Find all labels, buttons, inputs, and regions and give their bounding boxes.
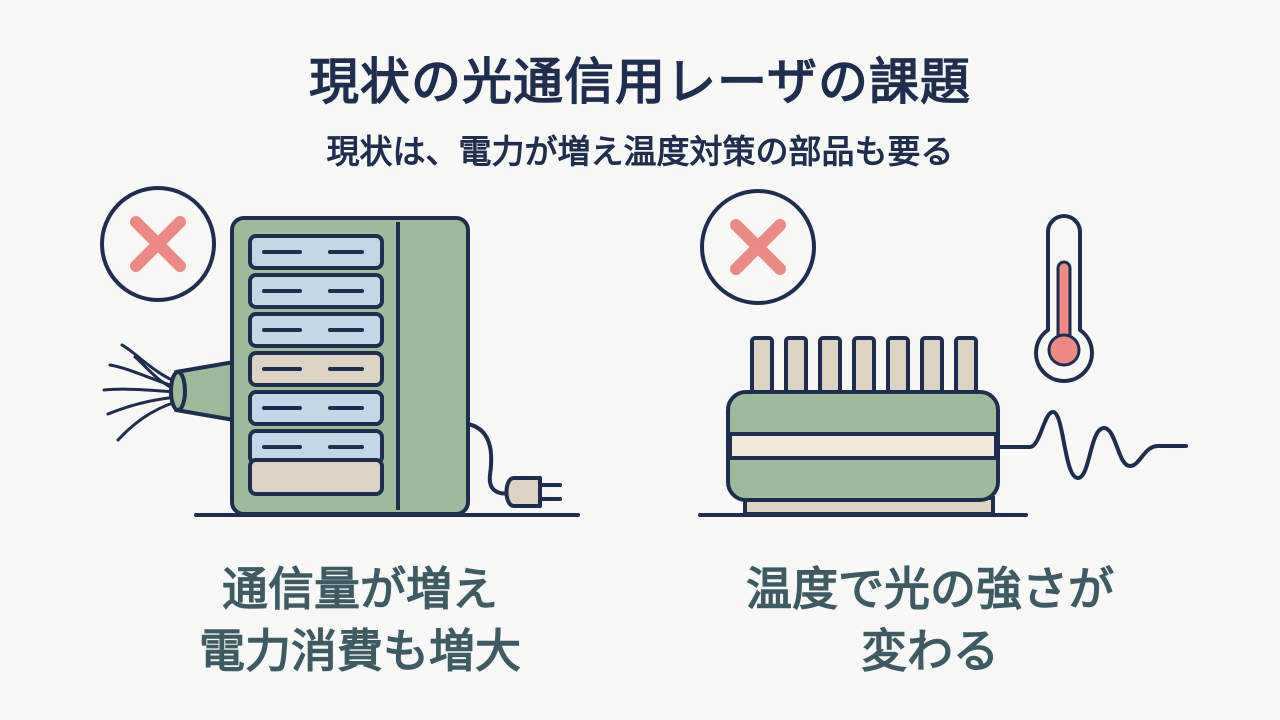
- right-caption-line-1: 温度で光の強さが: [746, 562, 1114, 616]
- page-title: 現状の光通信用レーザの課題: [309, 53, 971, 111]
- left-caption-line-2: 電力消費も増大: [199, 624, 521, 678]
- x-mark-icon: [100, 186, 216, 302]
- left-illustration: [100, 186, 580, 517]
- module-pins: [750, 336, 978, 400]
- left-caption: 通信量が増え 電力消費も増大: [100, 558, 620, 682]
- wave-signal: [996, 410, 1188, 480]
- fiber-strands: [102, 343, 178, 442]
- fiber-connector: [169, 360, 236, 422]
- server-rack-icon: [230, 216, 470, 516]
- right-illustration: [698, 189, 1188, 517]
- right-caption-line-2: 変わる: [861, 624, 999, 678]
- left-caption-line-1: 通信量が増え: [222, 562, 498, 616]
- page-subtitle: 現状は、電力が増え温度対策の部品も要る: [326, 132, 954, 171]
- laser-module-icon: [726, 390, 1000, 516]
- right-caption: 温度で光の強さが 変わる: [660, 558, 1200, 682]
- thermometer-icon: [1034, 214, 1094, 383]
- x-mark-icon: [700, 189, 816, 305]
- power-plug-icon: [466, 422, 562, 508]
